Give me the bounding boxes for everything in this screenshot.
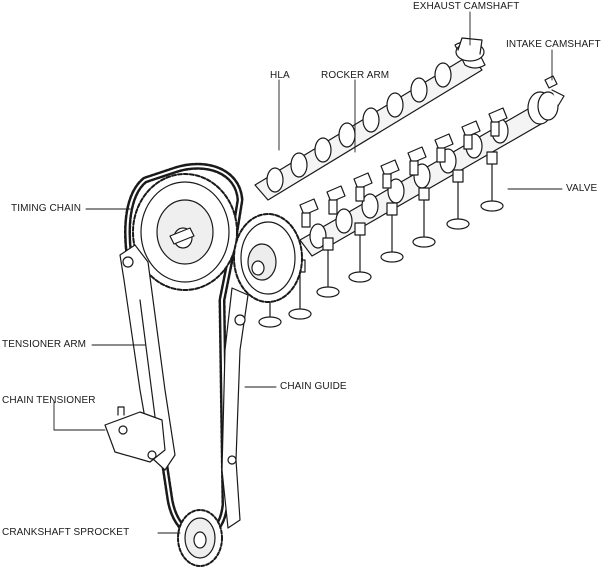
rocker-arm	[299, 198, 319, 216]
rocker-arm	[326, 185, 346, 203]
valve-head	[412, 236, 436, 248]
label-intake-camshaft: INTAKE CAMSHAFT	[506, 39, 601, 50]
valve-spring	[354, 222, 366, 236]
label-valve: VALVE	[566, 183, 598, 194]
exhaust-cam-lobe	[266, 167, 284, 193]
valve-spring	[452, 169, 464, 183]
valve-spring	[386, 202, 398, 216]
valve-head	[258, 316, 282, 328]
label-crankshaft-sprocket: CRANKSHAFT SPROCKET	[2, 527, 130, 538]
valve-head	[380, 251, 404, 263]
hla	[328, 199, 338, 215]
valve-head	[288, 308, 312, 320]
chain-guide	[221, 287, 249, 529]
rocker-arm	[353, 172, 373, 190]
hla	[409, 160, 419, 176]
valve-head	[480, 200, 504, 212]
valve-head	[348, 271, 372, 283]
hla	[436, 147, 446, 163]
label-chain-tensioner: CHAIN TENSIONER	[2, 395, 96, 406]
intake-camshaft	[299, 75, 565, 257]
intake-cam-lobe	[361, 193, 379, 219]
label-exhaust-camshaft: EXHAUST CAMSHAFT	[413, 1, 520, 12]
rocker-arm	[488, 107, 508, 125]
intake-cam-sprocket	[233, 213, 303, 303]
exhaust-cam-lobe	[314, 137, 332, 163]
hla	[463, 134, 473, 150]
rocker-arm	[380, 159, 400, 177]
hla	[382, 173, 392, 189]
exhaust-cam-lobe	[362, 107, 380, 133]
rocker-arm	[407, 146, 427, 164]
exhaust-camshaft	[254, 37, 486, 201]
crankshaft-sprocket	[177, 509, 223, 567]
exhaust-cam-lobe	[290, 152, 308, 178]
label-chain-guide: CHAIN GUIDE	[280, 381, 347, 392]
valve-train	[258, 107, 508, 328]
exhaust-cam-lobe	[410, 77, 428, 103]
exhaust-cam-lobe	[434, 62, 452, 88]
intake-cam-lobe	[309, 223, 327, 249]
tensioner-arm	[119, 244, 176, 471]
label-timing-chain: TIMING CHAIN	[11, 203, 82, 214]
chain-tensioner	[104, 406, 166, 463]
hla	[355, 186, 365, 202]
rocker-arm	[434, 133, 454, 151]
rocker-arm	[461, 120, 481, 138]
hla	[490, 121, 500, 137]
leader-lines	[53, 11, 563, 534]
valve-spring	[322, 237, 334, 251]
hla	[301, 212, 311, 228]
label-tensioner-arm: TENSIONER ARM	[2, 339, 87, 350]
valve-spring	[486, 151, 498, 165]
exhaust-cam-sprocket	[132, 173, 238, 291]
label-hla: HLA	[270, 70, 290, 81]
exhaust-cam-lobe	[386, 92, 404, 118]
intake-cam-lobe	[335, 208, 353, 234]
exhaust-cam-lobe	[338, 122, 356, 148]
label-rocker-arm: ROCKER ARM	[321, 70, 390, 81]
valve-head	[446, 218, 470, 230]
valve-spring	[418, 187, 430, 201]
valve-head	[316, 286, 340, 298]
